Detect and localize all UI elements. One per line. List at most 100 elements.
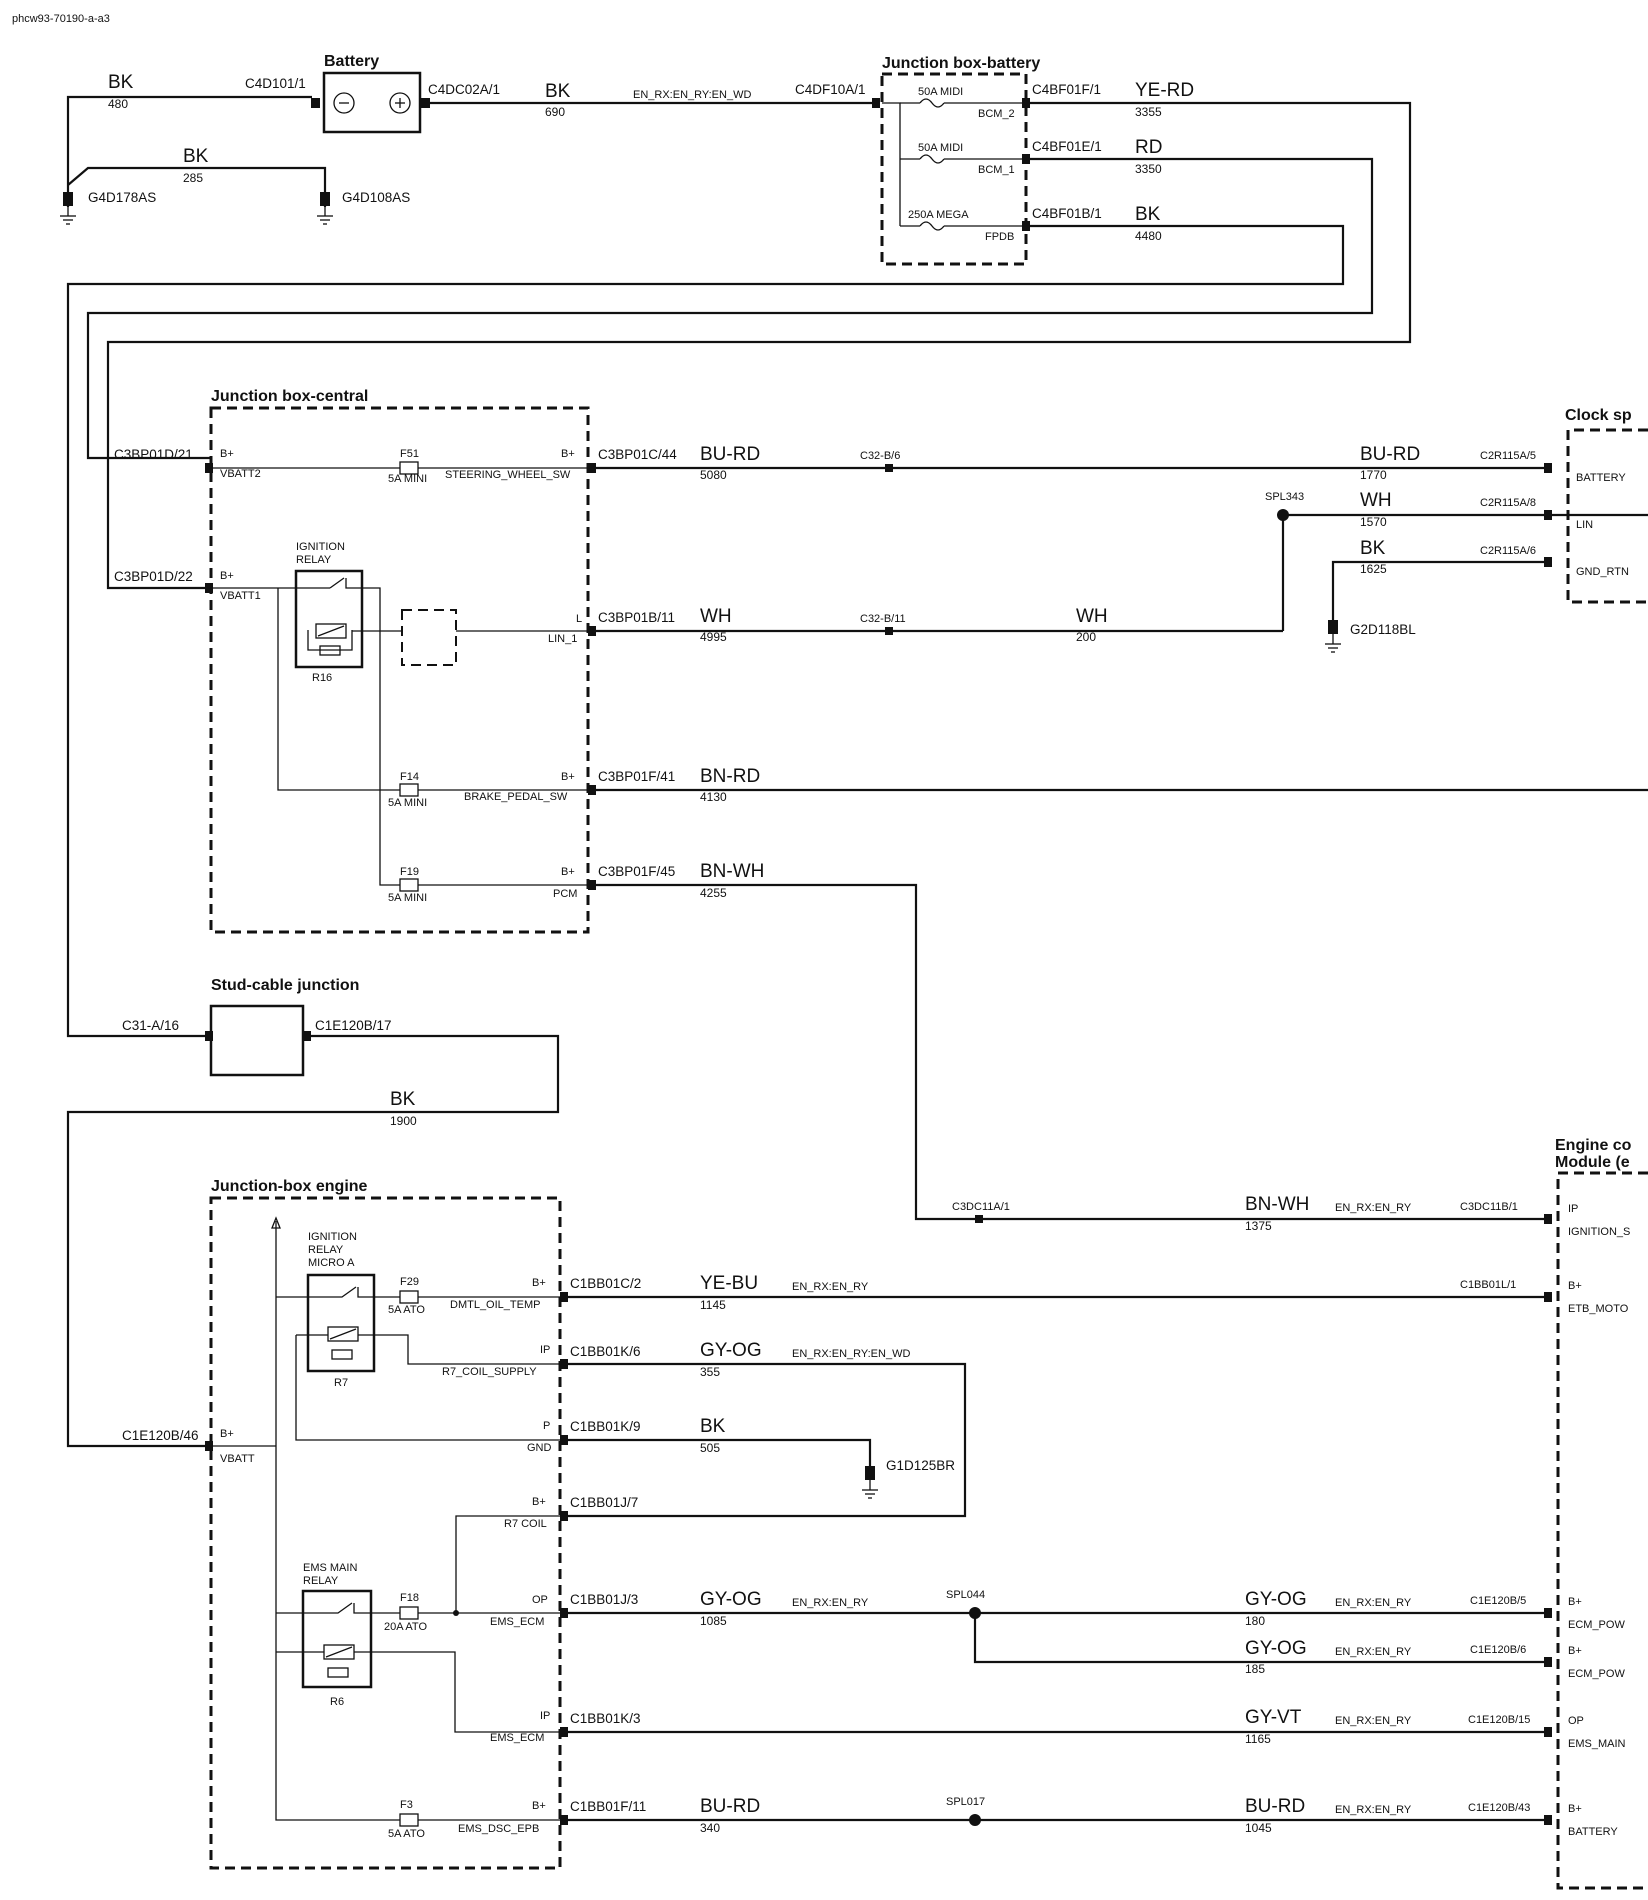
connector-C1E120B-43: C1E120B/43	[1468, 1802, 1530, 1814]
ground-G2D118BL: G2D118BL	[1350, 622, 1416, 637]
pin-R7_COIL_SUPPLY: R7_COIL_SUPPLY	[442, 1366, 537, 1378]
wire-color-180: GY-OG	[1245, 1589, 1307, 1610]
ground-icon	[1325, 620, 1341, 653]
connector-C1BB01K-3: C1BB01K/3	[570, 1711, 641, 1726]
pin-LIN: LIN	[1576, 519, 1593, 531]
splice-SPL017: SPL017	[946, 1796, 985, 1808]
connector-C4BF01F-1: C4BF01F/1	[1032, 82, 1101, 97]
pin-DMTL_OIL_TEMP: DMTL_OIL_TEMP	[450, 1299, 540, 1311]
pin-EMS_ECM: EMS_ECM	[490, 1732, 544, 1744]
splice-SPL044: SPL044	[946, 1589, 985, 1601]
ecm-box	[1556, 1171, 1648, 1890]
fuse-icon	[399, 1290, 419, 1304]
pin-B+: B+	[220, 448, 234, 460]
jb-battery-box	[880, 72, 1028, 266]
pin-OP: OP	[532, 1594, 548, 1606]
relay-R7-label-1: IGNITION	[308, 1231, 357, 1243]
clock-spring-title: Clock sp	[1565, 407, 1632, 424]
connector-C3BP01D-22: C3BP01D/22	[114, 569, 193, 584]
wire-color-3355: YE-RD	[1135, 80, 1194, 101]
pin-B+: B+	[561, 448, 575, 460]
fuse-F19-rating: 5A MINI	[388, 892, 427, 904]
pin-ETB_MOTO: ETB_MOTO	[1568, 1303, 1629, 1315]
wire-circuit-480: 480	[108, 97, 128, 111]
lin-module-dashed	[401, 609, 457, 666]
pin-P: P	[543, 1420, 550, 1432]
wire-circuit-1625: 1625	[1360, 562, 1387, 576]
connector-C3BP01C-44: C3BP01C/44	[598, 447, 677, 462]
fuse-pin-BCM_2: BCM_2	[978, 108, 1015, 120]
relay-R6	[301, 1589, 373, 1689]
pin-IP: IP	[1568, 1203, 1578, 1215]
fuse-F18-rating: 20A ATO	[384, 1621, 427, 1633]
wire-circuit-4255: 4255	[700, 886, 727, 900]
pin-IP: IP	[540, 1344, 550, 1356]
wire-color-1045: BU-RD	[1245, 1796, 1305, 1817]
connector-C2R115A-6: C2R115A/6	[1480, 545, 1536, 557]
pin-STEERING_WHEEL_SW: STEERING_WHEEL_SW	[445, 469, 571, 481]
network-label: EN_RX:EN_RY	[1335, 1597, 1412, 1609]
pin-BATTERY: BATTERY	[1576, 472, 1626, 484]
pin-EMS_MAIN: EMS_MAIN	[1568, 1738, 1626, 1750]
fuse-pin-BCM_1: BCM_1	[978, 164, 1015, 176]
ground-G4D108AS: G4D108AS	[342, 190, 410, 205]
pin-R7-COIL: R7 COIL	[504, 1518, 547, 1530]
wire-circuit-1570: 1570	[1360, 515, 1387, 529]
pin-B+: B+	[561, 771, 575, 783]
splice-dot	[969, 1814, 981, 1826]
stud-title: Stud-cable junction	[211, 977, 359, 994]
fuse-icon	[399, 878, 419, 892]
diagram-id: phcw93-70190-a-a3	[12, 13, 110, 25]
network-label: EN_RX:EN_RY:EN_WD	[792, 1348, 910, 1360]
relay-R7	[306, 1273, 376, 1373]
fuse-F29-rating: 5A ATO	[388, 1304, 425, 1316]
connector-C2R115A-5: C2R115A/5	[1480, 450, 1536, 462]
relay-R7-label-2: RELAY	[308, 1244, 344, 1256]
wire-circuit-505: 505	[700, 1441, 720, 1455]
wire-circuit-3355: 3355	[1135, 105, 1162, 119]
pin-B+: B+	[1568, 1596, 1582, 1608]
connector-C31-A-16: C3DC11A/1	[952, 1201, 1010, 1213]
network-label: EN_RX:EN_RY	[1335, 1804, 1412, 1816]
connector-C1E120B-15: C1E120B/15	[1468, 1714, 1530, 1726]
jb-central-title: Junction box-central	[211, 388, 368, 405]
wire-color-340: BU-RD	[700, 1796, 760, 1817]
battery-negative-icon	[333, 92, 355, 114]
pin-BRAKE_PEDAL_SW: BRAKE_PEDAL_SW	[464, 791, 568, 803]
wire-color-480: BK	[108, 72, 134, 93]
fuse-icon	[399, 1606, 419, 1620]
connector-C1E120B-6: C1E120B/6	[1470, 1644, 1526, 1656]
fuse-icon	[399, 783, 419, 797]
network-label: EN_RX:EN_RY	[792, 1597, 869, 1609]
connector-C3BP01F-41: C3BP01F/41	[598, 769, 675, 784]
relay-R6-id: R6	[330, 1696, 344, 1708]
relay-R16-label-1: IGNITION	[296, 541, 345, 553]
connector-C3DC11B-1: C1E120B/17	[315, 1018, 392, 1033]
connector-C1BB01J-7: C1BB01J/7	[570, 1495, 638, 1510]
wire-color-4255: BN-WH	[700, 861, 764, 882]
fuse-50A-MIDI-2: 50A MIDI	[918, 142, 963, 154]
connector-C1BB01J-3: C1BB01J/3	[570, 1592, 638, 1607]
pin-L: L	[576, 613, 582, 625]
ground-G1D125BR: G1D125BR	[886, 1458, 955, 1473]
fuse-F3-rating: 5A ATO	[388, 1828, 425, 1840]
network-label: EN_RX:EN_RY	[1335, 1646, 1412, 1658]
wire-color-1145: YE-BU	[700, 1273, 758, 1294]
pin-B+: B+	[532, 1496, 546, 1508]
pin-EMS_DSC_EPB: EMS_DSC_EPB	[458, 1823, 539, 1835]
pin-VBATT1: VBATT1	[220, 590, 261, 602]
wire-color-355: GY-OG	[700, 1340, 762, 1361]
connector-C4DC02A-1: C4DC02A/1	[428, 82, 500, 97]
pin-BATTERY: BATTERY	[1568, 1826, 1618, 1838]
pin-B+: B+	[561, 866, 575, 878]
wire-color-4130: BN-RD	[700, 766, 760, 787]
connector-C32-B-6: C32-B/6	[860, 450, 900, 462]
jb-engine-box	[209, 1196, 562, 1870]
pin-B+: B+	[220, 1428, 234, 1440]
relay-R6-label-2: RELAY	[303, 1575, 339, 1587]
wire-color-5080: BU-RD	[700, 444, 760, 465]
relay-R6-label-1: EMS MAIN	[303, 1562, 357, 1574]
connector-C3BP01F-45: C3BP01F/45	[598, 864, 675, 879]
pin-VBATT: VBATT	[220, 1453, 255, 1465]
